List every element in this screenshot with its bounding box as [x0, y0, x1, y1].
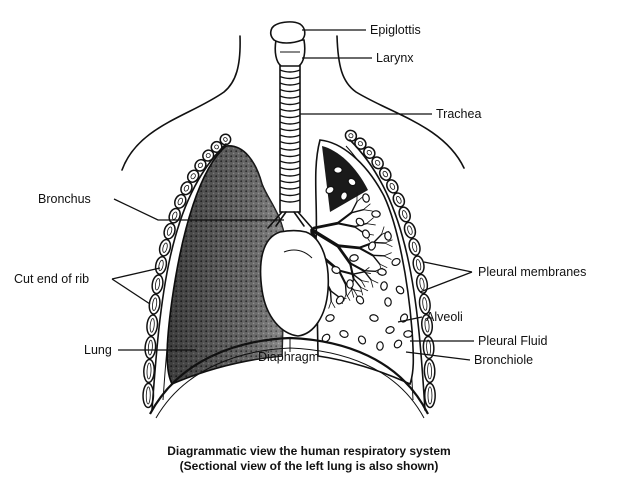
rib-segment: [398, 206, 411, 223]
rib-segment: [363, 146, 376, 160]
label-pleural-membranes: Pleural membranes: [478, 265, 586, 279]
rib-segment: [148, 293, 161, 315]
rib-segment: [378, 167, 392, 181]
rib-segment: [424, 382, 436, 409]
rib-segment: [194, 158, 207, 172]
rib-segment: [386, 179, 399, 194]
rib-segment: [408, 237, 421, 256]
rib-segment: [163, 222, 176, 240]
leader-lines: [111, 29, 474, 361]
rib-segment: [146, 314, 159, 337]
rib-segment: [219, 133, 232, 146]
rib-segment: [415, 273, 429, 294]
label-lung: Lung: [84, 343, 112, 357]
label-larynx: Larynx: [376, 51, 414, 65]
label-bronchiole: Bronchiole: [474, 353, 533, 367]
rib-segment: [154, 255, 168, 275]
label-diaphragm: Diaphragm: [258, 350, 319, 364]
larynx: [274, 39, 306, 67]
rib-segment: [392, 192, 406, 208]
rib-segment: [412, 255, 425, 275]
diaphragm: [149, 336, 429, 419]
lung-right-stippled: [166, 145, 286, 386]
rib-segment: [423, 358, 436, 384]
caption-line-2: (Sectional view of the left lung is also…: [180, 459, 439, 473]
rib-segment: [144, 335, 157, 360]
label-alveoli: Alveoli: [426, 310, 463, 324]
label-bronchus: Bronchus: [38, 192, 91, 206]
label-epiglottis: Epiglottis: [370, 23, 421, 37]
label-trachea: Trachea: [436, 107, 481, 121]
rib-segment: [158, 238, 172, 257]
rib-segment: [143, 358, 155, 384]
rib-segment: [180, 181, 193, 196]
rib-cage: [142, 129, 436, 409]
body-outline: [121, 35, 465, 171]
label-pleural-fluid: Pleural Fluid: [478, 334, 548, 348]
rib-segment: [418, 293, 431, 315]
rib-segment: [174, 193, 187, 209]
rib-segment: [344, 129, 358, 142]
caption-line-1: Diagrammatic view the human respiratory …: [167, 444, 450, 458]
epiglottis: [269, 21, 306, 44]
rib-segment: [151, 274, 164, 295]
rib-segment: [186, 169, 200, 183]
rib-segment: [422, 335, 435, 360]
rib-segment: [168, 207, 181, 224]
rib-segment: [421, 314, 434, 337]
label-cut-end-of-rib: Cut end of rib: [14, 272, 89, 286]
heart: [259, 229, 330, 337]
rib-segment: [371, 156, 384, 170]
trachea: [267, 57, 313, 229]
rib-segment: [403, 221, 417, 239]
